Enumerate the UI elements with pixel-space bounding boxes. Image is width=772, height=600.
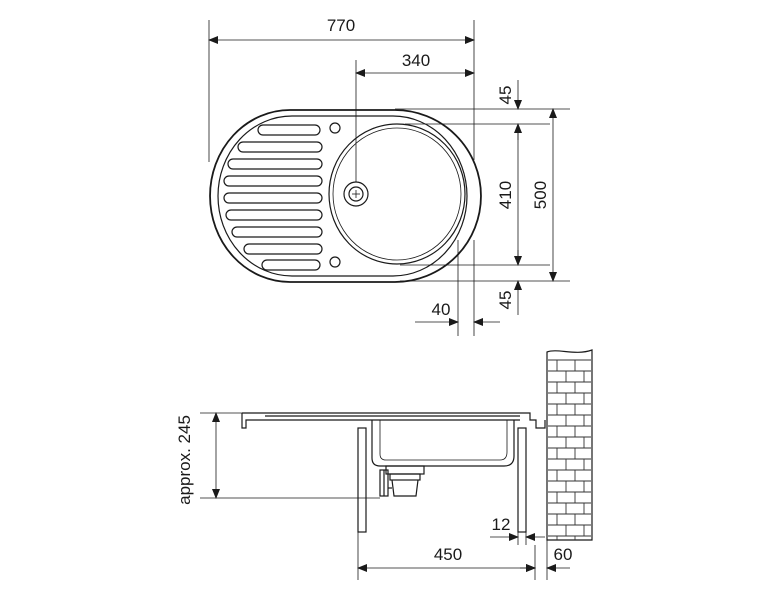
dim-60: 60 (520, 540, 572, 580)
brick-wall (546, 349, 593, 541)
dim-450: 450 (357, 532, 536, 580)
bowl-inner (332, 127, 462, 261)
cabinet-right-panel (517, 427, 527, 533)
sink-rim (217, 115, 468, 277)
worktop (241, 412, 546, 429)
tap-hole-bottom (329, 256, 341, 268)
dim-40: 40 (415, 240, 500, 336)
sink-outline (209, 109, 482, 283)
dim-cabinet-width: 450 (434, 545, 462, 564)
dim-edge-offset: 40 (432, 300, 451, 319)
dim-cabinet-gap: 12 (492, 515, 511, 534)
dim-top-margin: 45 (496, 86, 515, 105)
dim-wall-offset: 60 (554, 545, 573, 564)
dim-12: 12 (490, 515, 545, 545)
drain-fitting (379, 465, 425, 497)
dim-500: 500 (531, 108, 557, 282)
dim-770: 770 (208, 16, 475, 162)
top-view: 770 340 45 410 500 (208, 16, 570, 336)
bowl (328, 123, 466, 265)
tap-hole-top (329, 122, 341, 134)
dim-overall-depth: 500 (531, 181, 550, 209)
dim-340: 340 (355, 51, 475, 182)
dim-410: 410 (496, 123, 522, 266)
dim-drain-offset: 340 (402, 51, 430, 70)
side-view: approx. 245 12 450 60 (175, 349, 593, 580)
dim-bottom-margin: 45 (496, 291, 515, 310)
drain-inner (348, 186, 364, 202)
drainer-grooves (223, 124, 323, 271)
dim-height: approx. 245 (175, 412, 380, 505)
dim-45-bottom: 45 (496, 250, 522, 315)
bowl-section (371, 420, 515, 467)
dim-45-top: 45 (496, 80, 522, 140)
dim-bowl-diameter: 410 (496, 181, 515, 209)
dim-approx-height: approx. 245 (175, 415, 194, 505)
cabinet-left-panel (357, 427, 367, 533)
dim-overall-width: 770 (327, 16, 355, 35)
